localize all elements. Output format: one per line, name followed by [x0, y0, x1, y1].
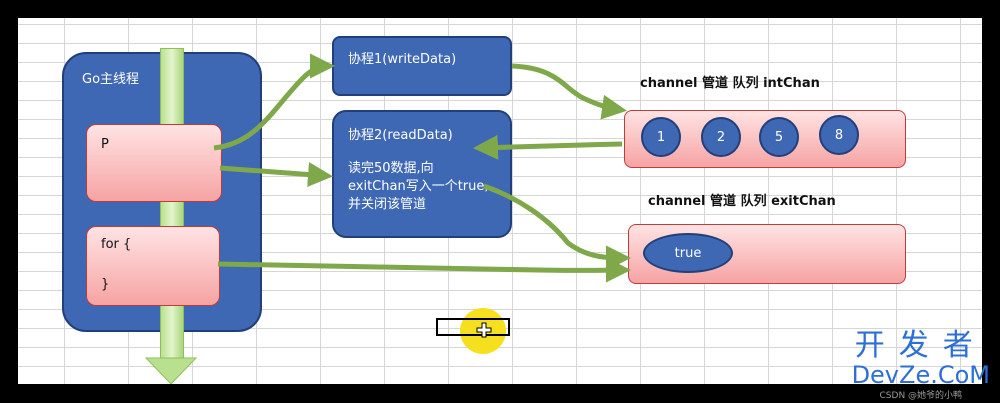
- for-open-label: for {: [101, 237, 132, 252]
- diagram-canvas: Go主线程 P for { } 协程1(writeData) 协程2(readD…: [18, 18, 982, 384]
- intchan-item-3: 5: [759, 117, 799, 157]
- intchan-item-4: 8: [819, 115, 859, 155]
- arrow-write-to-intchan: [511, 63, 627, 120]
- exitchan-item-true: true: [643, 233, 733, 273]
- crosshair-cursor-icon: [476, 322, 492, 338]
- selection-rectangle: [436, 318, 510, 336]
- p-box-label: P: [101, 137, 109, 152]
- arrow-for-to-exitchan: [217, 257, 631, 283]
- coroutine-read-box: 协程2(readData) 读完50数据,向 exitChan写入一个true,…: [332, 110, 512, 238]
- exitchan-label: channel 管道 队列 exitChan: [648, 194, 836, 209]
- exitchan-queue-box: true: [628, 224, 906, 284]
- coroutine-write-label: 协程1(writeData): [348, 52, 457, 67]
- intchan-item-1: 1: [641, 117, 681, 157]
- intchan-label: channel 管道 队列 intChan: [640, 76, 820, 91]
- coroutine-write-box: 协程1(writeData): [332, 36, 512, 96]
- desc-line-3: 并关闭该管道: [348, 197, 427, 212]
- p-box: P: [86, 124, 222, 202]
- intchan-queue-box: 1 2 5 8: [624, 110, 906, 168]
- for-close-label: }: [101, 277, 110, 292]
- watermark-sub: CSDN @她爷的小鸭: [879, 391, 963, 401]
- main-thread-title: Go主线程: [82, 72, 140, 87]
- coroutine-read-desc: 读完50数据,向 exitChan写入一个true, 并关闭该管道: [348, 160, 489, 214]
- desc-line-2: exitChan写入一个true,: [348, 179, 489, 194]
- desc-line-1: 读完50数据,向: [348, 161, 434, 176]
- intchan-item-2: 2: [701, 117, 741, 157]
- for-loop-box: for { }: [86, 226, 220, 306]
- coroutine-read-label: 协程2(readData): [348, 128, 453, 143]
- main-thread-timeline: [160, 48, 184, 362]
